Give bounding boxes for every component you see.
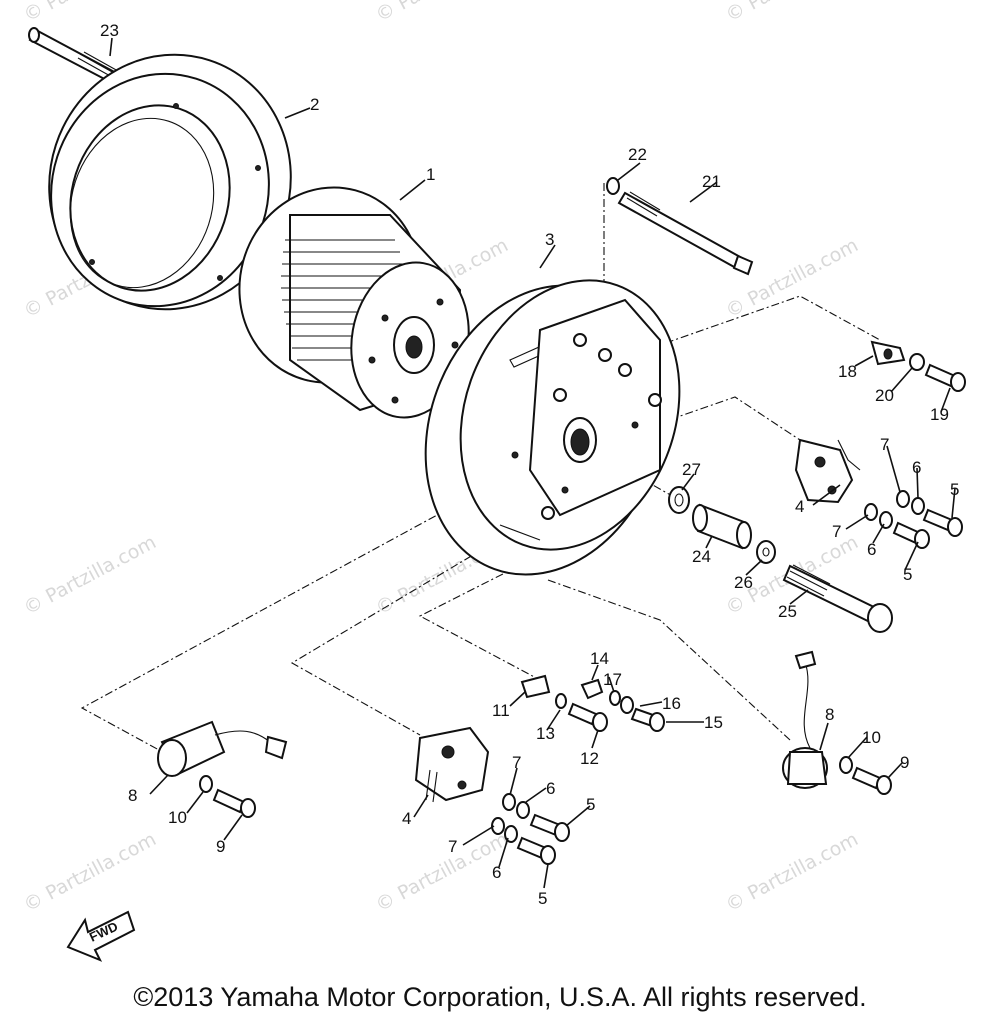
callout-15: 15 (704, 713, 723, 732)
callout-16: 16 (662, 694, 681, 713)
watermark: © Partzilla.com (722, 234, 862, 322)
part-27-washer (668, 486, 690, 514)
hardware-10-9-left (199, 775, 256, 818)
callout-27: 27 (682, 460, 701, 479)
callout-9: 9 (216, 837, 225, 856)
callout-5: 5 (538, 889, 547, 908)
callout-20: 20 (875, 386, 894, 405)
watermark: © Partzilla.com (722, 0, 862, 26)
callout-9: 9 (900, 753, 909, 772)
part-4-breaker-lower (414, 726, 490, 803)
callout-8: 8 (128, 786, 137, 805)
callout-7: 7 (512, 753, 521, 772)
hardware-7-6-5-upper (864, 490, 963, 549)
callout-14: 14 (590, 649, 609, 668)
callout-4: 4 (402, 809, 411, 828)
callout-18: 18 (838, 362, 857, 381)
part-18-clip (870, 340, 906, 366)
callout-6: 6 (546, 779, 555, 798)
part-8-condenser-right (782, 650, 828, 789)
callout-8: 8 (825, 705, 834, 724)
part-24-collar (692, 503, 752, 550)
callout-11: 11 (492, 701, 510, 720)
callout-26: 26 (734, 573, 753, 592)
part-21-bolt (617, 191, 754, 276)
callout-12: 12 (580, 749, 599, 768)
part-8-condenser-left (157, 720, 288, 777)
callout-2: 2 (310, 95, 319, 114)
callout-25: 25 (778, 602, 797, 621)
part-25-bolt (782, 564, 893, 633)
hardware-10-9-right (839, 756, 892, 795)
hardware-7-6-5-lower (491, 793, 570, 865)
callout-3: 3 (545, 230, 554, 249)
copyright-notice: ©2013 Yamaha Motor Corporation, U.S.A. A… (133, 982, 867, 1012)
part-22-washer (606, 177, 620, 195)
watermark: © Partzilla.com (20, 0, 160, 26)
part-4-breaker-upper (794, 438, 861, 504)
watermark: © Partzilla.com (722, 828, 862, 916)
callout-19: 19 (930, 405, 949, 424)
callout-10: 10 (168, 808, 187, 827)
callout-22: 22 (628, 145, 647, 164)
callout-5: 5 (950, 480, 959, 499)
part-26-washer (756, 540, 776, 564)
callout-23: 23 (100, 21, 119, 40)
callout-7: 7 (448, 837, 457, 856)
callout-21: 21 (702, 172, 721, 191)
callout-6: 6 (867, 540, 876, 559)
callout-leaders (109, 37, 956, 889)
watermark: © Partzilla.com (20, 828, 160, 916)
callout-5: 5 (903, 565, 912, 584)
part-3-stator-plate (424, 279, 681, 576)
callout-7: 7 (832, 522, 841, 541)
callout-6: 6 (492, 863, 501, 882)
callout-4: 4 (795, 497, 804, 516)
callout-13: 13 (536, 724, 555, 743)
watermark: © Partzilla.com (372, 0, 512, 26)
fwd-arrow-icon: FWD (66, 910, 136, 962)
part-20-washer (909, 353, 925, 371)
callout-6: 6 (912, 458, 921, 477)
exploded-parts-diagram: © Partzilla.com © Partzilla.com © Partzi… (20, 0, 966, 962)
callout-5: 5 (586, 795, 595, 814)
middle-hardware (520, 674, 665, 732)
watermark: © Partzilla.com (20, 531, 160, 619)
callout-24: 24 (692, 547, 711, 566)
watermark: © Partzilla.com (372, 828, 512, 916)
part-19-screw (924, 363, 966, 392)
part-1-rotor (238, 186, 470, 419)
callouts: 23 2 1 22 21 3 18 20 19 7 6 5 4 7 6 5 27… (100, 21, 959, 908)
callout-17: 17 (603, 670, 622, 689)
callout-10: 10 (862, 728, 881, 747)
callout-7: 7 (880, 435, 889, 454)
callout-1: 1 (426, 165, 435, 184)
part-2-ring (48, 53, 292, 311)
